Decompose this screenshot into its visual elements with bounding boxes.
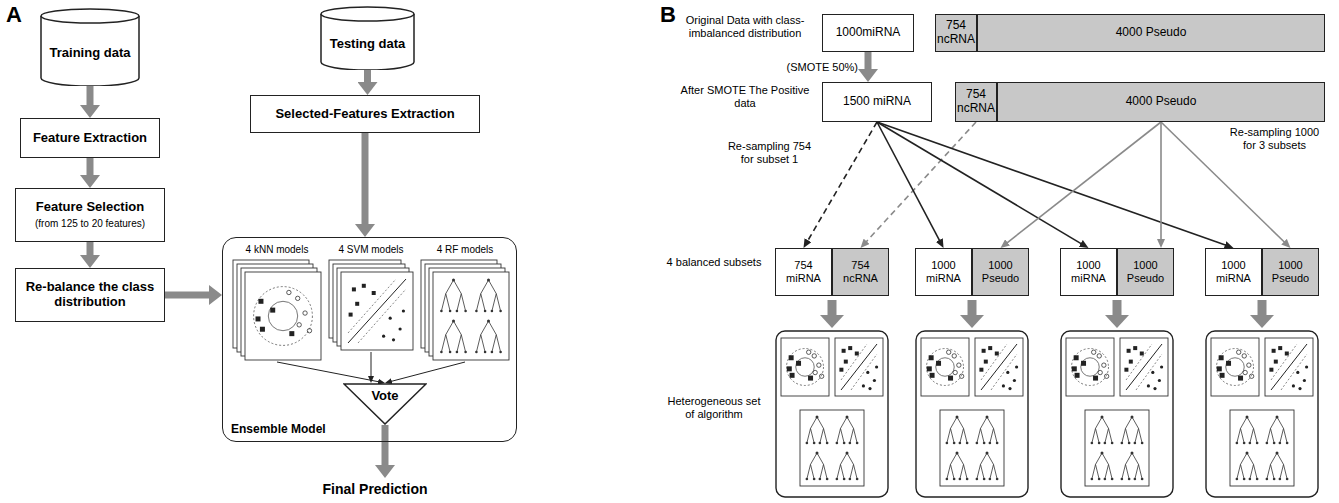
connector-line	[165, 292, 212, 299]
arrow-head	[868, 72, 869, 82]
connector-line	[371, 352, 372, 377]
subset-pseudo-box: 1000 Pseudo	[1262, 248, 1319, 296]
node-text: 1000miRNA	[836, 26, 901, 40]
row-caption: 4 balanced subsets	[664, 256, 764, 269]
row-caption: Heterogeneous set of algorithm	[664, 395, 764, 420]
model-stack-illustration	[327, 244, 415, 352]
connector-line	[807, 122, 877, 242]
node-text: Vote	[371, 389, 398, 404]
row-caption: After SMOTE The Positive data	[680, 84, 810, 109]
output-label: Final Prediction	[305, 478, 445, 500]
node-text: 1000 Pseudo	[1120, 259, 1171, 284]
database-cylinder: Training data	[40, 8, 140, 86]
subset-mirna-box: 754 miRNA	[775, 248, 832, 296]
node-text: Final Prediction	[322, 481, 427, 497]
arrow-head	[385, 382, 390, 383]
connector-line	[390, 362, 465, 382]
node-text: 1000 miRNA	[1063, 259, 1114, 284]
node-text: Feature Selection	[36, 200, 144, 215]
arrow-head	[371, 377, 372, 383]
node-text: 4 RF models	[435, 244, 496, 256]
edge-label: (SMOTE 50%)	[786, 61, 858, 74]
svm-model-stack: 4 SVM models	[327, 244, 415, 352]
node-text: 754 miRNA	[778, 259, 829, 284]
connector-line	[382, 425, 389, 468]
node-subtext: (from 125 to 20 features)	[35, 218, 145, 230]
node-text: Testing data	[330, 37, 406, 52]
resampling-note: Re-sampling 1000 for 3 subsets	[1222, 126, 1327, 151]
ensemble-box: Ensemble Model 4 kNN models 4 SVM models 4 …	[222, 237, 517, 442]
arrow-head	[385, 468, 386, 478]
subset-pseudo-box: 1000 Pseudo	[972, 248, 1029, 296]
subset-mirna-box: 1000 miRNA	[1205, 248, 1262, 296]
process-box: Selected-Features Extraction	[250, 95, 480, 133]
node-text: Ensemble Model	[231, 423, 326, 437]
connector-line	[1160, 122, 1162, 241]
node-text: 754 ncRNA	[835, 259, 886, 284]
process-box: Feature Selection (from 125 to 20 feature…	[15, 188, 165, 242]
process-box: Re-balance the class distribution	[15, 268, 165, 322]
connector-line	[87, 242, 94, 258]
node-text: 1500 miRNA	[843, 95, 911, 109]
database-cylinder: Testing data	[320, 6, 415, 70]
connector-line	[277, 362, 380, 382]
arrow-head	[212, 295, 222, 296]
connector-line	[865, 52, 872, 72]
node-text: 4 kNN models	[244, 244, 311, 256]
resampling-note: Re-sampling 754 for subset 1	[722, 140, 817, 165]
node-text: 4 SVM models	[336, 244, 405, 256]
node-text: 4000 Pseudo	[1116, 26, 1187, 40]
subset-pseudo-box: 1000 Pseudo	[1117, 248, 1174, 296]
vote-triangle: Vote	[343, 383, 427, 425]
panel-letter: A	[6, 2, 36, 27]
node-text: Feature Extraction	[33, 131, 147, 146]
node-text: 1000 Pseudo	[975, 259, 1026, 284]
node-text: 1000 miRNA	[1208, 259, 1259, 284]
node-text: 754 ncRNA	[957, 88, 995, 116]
pseudo-box: 4000 Pseudo	[997, 82, 1325, 122]
connector-line	[877, 122, 1227, 246]
node-text: 1000 Pseudo	[1265, 259, 1316, 284]
ncrna-box: 754 ncRNA	[955, 82, 997, 122]
process-box: Feature Extraction	[20, 118, 160, 158]
arrow-head	[365, 227, 366, 237]
mirna-box: 1500 miRNA	[822, 82, 932, 122]
connector-line	[865, 122, 976, 243]
rf-model-stack: 4 RF models	[419, 244, 511, 362]
arrow-head	[90, 258, 91, 268]
connector-line	[1006, 122, 1161, 244]
node-text: 4000 Pseudo	[1126, 95, 1197, 109]
arrow-head	[380, 382, 385, 383]
mirna-box: 1000miRNA	[822, 14, 914, 52]
node-text: 754 ncRNA	[937, 19, 975, 47]
arrow-head	[90, 108, 91, 118]
node-text: 1000 miRNA	[918, 259, 969, 284]
knn-model-stack: 4 kNN models	[231, 244, 323, 362]
subset-mirna-box: 1000 miRNA	[1060, 248, 1117, 296]
connector-line	[87, 158, 94, 178]
row-caption: Original Data with class-imbalanced dist…	[680, 14, 810, 39]
node-text: Selected-Features Extraction	[275, 107, 454, 122]
subset-mirna-box: 1000 miRNA	[915, 248, 972, 296]
connector-line	[87, 86, 94, 108]
model-stack-illustration	[419, 244, 511, 362]
arrow-head	[1161, 241, 1162, 248]
arrow-head	[90, 178, 91, 188]
node-text: Re-balance the class distribution	[21, 280, 159, 310]
ncrna-box: 754 ncRNA	[935, 14, 977, 52]
panel-letter: B	[660, 2, 690, 27]
pseudo-box: 4000 Pseudo	[977, 14, 1325, 52]
connector-line	[364, 70, 371, 85]
arrow-head	[367, 85, 368, 95]
connector-line	[362, 133, 369, 227]
node-text: Training data	[50, 46, 131, 61]
subset-ncrna-box: 754 ncRNA	[832, 248, 889, 296]
model-stack-illustration	[231, 244, 323, 362]
